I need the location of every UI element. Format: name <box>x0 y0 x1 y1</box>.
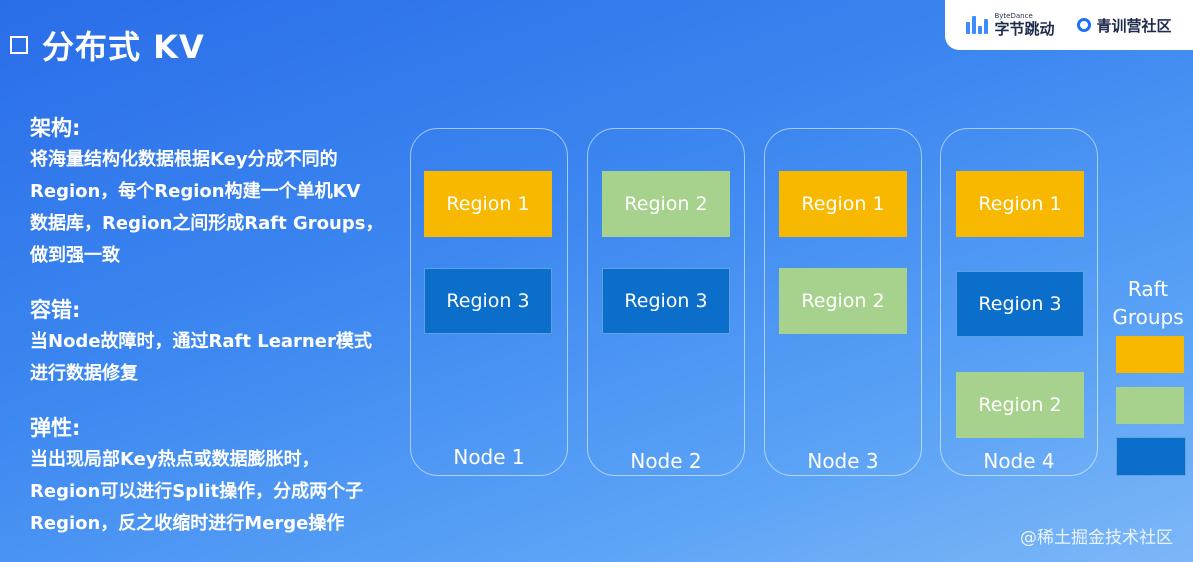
section-line: Region可以进行Split操作，分成两个子 <box>30 481 364 502</box>
bytedance-en-label: ByteDance <box>994 12 1033 20</box>
section-line: Region，每个Region构建一个单机KV <box>30 181 361 202</box>
node-2: Region 2 Region 3 Node 2 <box>587 128 745 476</box>
section-fault-tolerance: 容错: 当Node故障时，通过Raft Learner模式 进行数据修复 <box>30 294 400 390</box>
bytedance-cn-label: 字节跳动 <box>994 20 1055 38</box>
region-block: Region 2 <box>602 171 730 237</box>
node-label: Node 3 <box>807 449 879 473</box>
legend-title: Raft Groups <box>1112 275 1184 331</box>
brand-bar: ByteDance 字节跳动 青训营社区 <box>945 0 1193 50</box>
region-block: Region 1 <box>956 171 1084 237</box>
section-line: Region，反之收缩时进行Merge操作 <box>30 513 345 534</box>
legend-title-line: Raft <box>1127 277 1169 301</box>
slide-title-group: 分布式 KV <box>10 22 205 68</box>
bullet-square-icon <box>10 36 28 54</box>
section-line: 数据库，Region之间形成Raft Groups， <box>30 213 384 234</box>
description-panel: 架构: 将海量结构化数据根据Key分成不同的 Region，每个Region构建… <box>30 112 400 558</box>
node-1: Region 1 Region 3 Node 1 <box>410 128 568 476</box>
region-block: Region 3 <box>602 268 730 334</box>
legend-swatch-group3 <box>1116 437 1186 476</box>
node-3: Region 1 Region 2 Node 3 <box>764 128 922 476</box>
section-line: 将海量结构化数据根据Key分成不同的 <box>30 149 338 170</box>
section-line: 当Node故障时，通过Raft Learner模式 <box>30 331 372 352</box>
camp-logo: 青训营社区 <box>1077 15 1172 36</box>
camp-label: 青训营社区 <box>1096 16 1172 35</box>
region-block: Region 1 <box>779 171 907 237</box>
legend-swatch-group1 <box>1116 336 1184 373</box>
section-heading: 弹性: <box>30 416 81 440</box>
section-elasticity: 弹性: 当出现局部Key热点或数据膨胀时， Region可以进行Split操作，… <box>30 412 400 540</box>
node-4: Region 1 Region 3 Region 2 Node 4 <box>940 128 1098 476</box>
section-line: 进行数据修复 <box>30 363 138 384</box>
section-architecture: 架构: 将海量结构化数据根据Key分成不同的 Region，每个Region构建… <box>30 112 400 272</box>
region-block: Region 2 <box>956 372 1084 438</box>
region-block: Region 2 <box>779 268 907 334</box>
section-heading: 容错: <box>30 298 81 322</box>
node-label: Node 2 <box>630 449 702 473</box>
region-block: Region 3 <box>956 271 1084 337</box>
watermark-text: @稀土掘金技术社区 <box>1020 528 1173 548</box>
legend-title-line: Groups <box>1112 305 1184 329</box>
slide-title: 分布式 KV <box>42 28 205 66</box>
section-heading: 架构: <box>30 116 81 140</box>
bytedance-bars-icon <box>966 16 989 34</box>
camp-ring-icon <box>1077 18 1092 32</box>
legend-swatch-group2 <box>1116 387 1184 424</box>
region-block: Region 1 <box>424 171 552 237</box>
node-label: Node 4 <box>983 449 1055 473</box>
section-line: 做到强一致 <box>30 245 120 266</box>
region-block: Region 3 <box>424 268 552 334</box>
bytedance-logo: ByteDance 字节跳动 <box>966 12 1055 38</box>
section-line: 当出现局部Key热点或数据膨胀时， <box>30 449 320 470</box>
node-label: Node 1 <box>453 445 525 469</box>
